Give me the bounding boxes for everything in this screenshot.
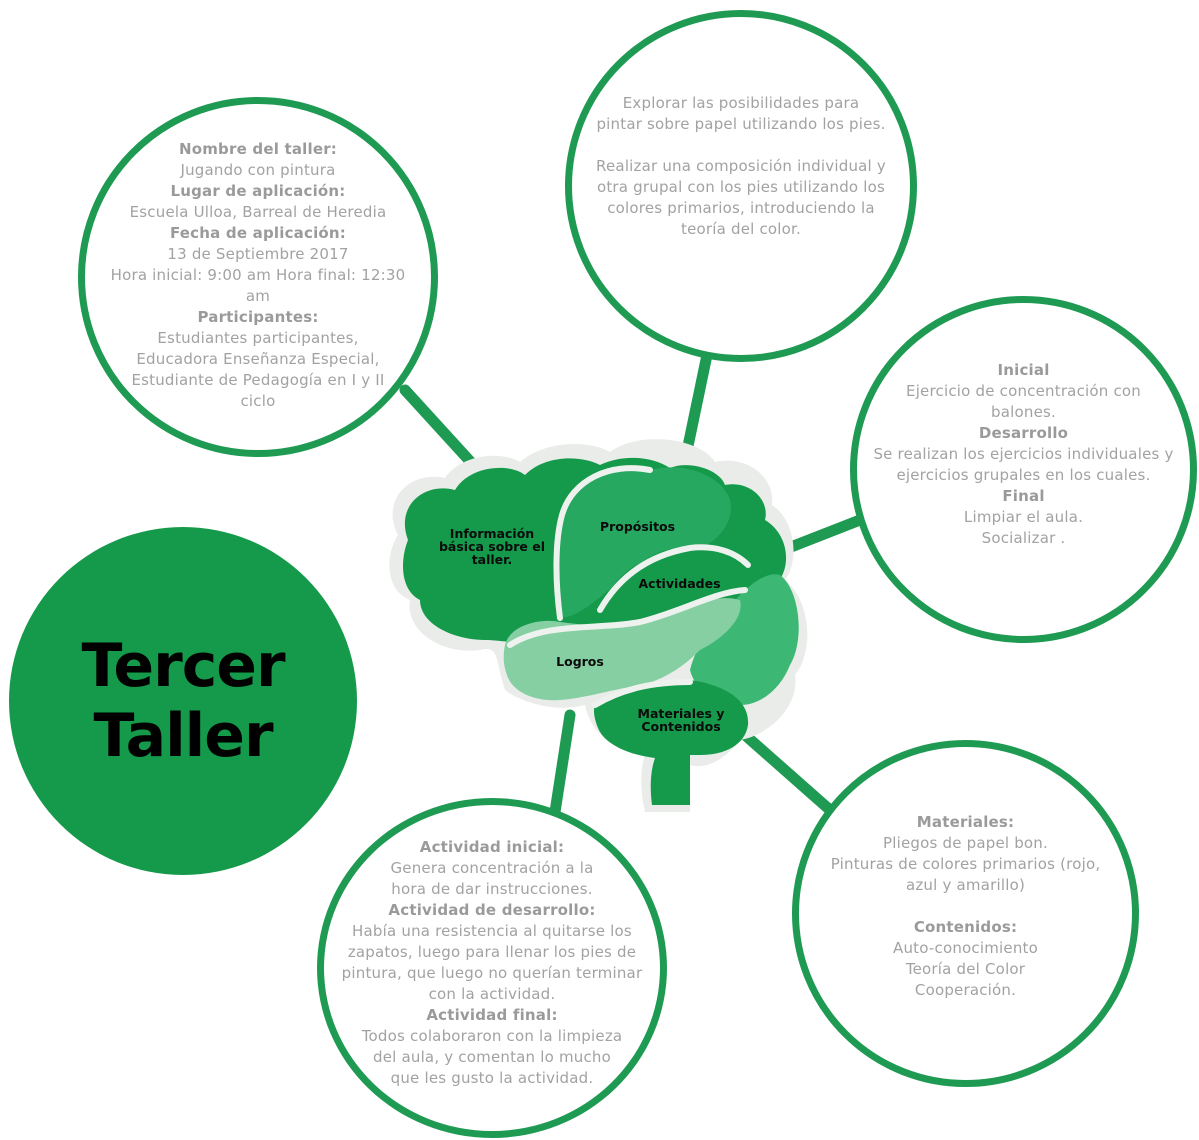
title-line1: Tercer: [81, 631, 285, 701]
brain-label-materiales-line1: Materiales y: [637, 706, 725, 721]
info-value-participantes-1: Estudiantes participantes,: [157, 328, 359, 347]
logros-final-1: Todos colaboraron con la limpieza: [361, 1027, 623, 1045]
logros-heading-inicial: Actividad inicial:: [419, 838, 565, 856]
logros-desarrollo-3: pintura, que luego no querían terminar: [341, 964, 643, 982]
info-value-participantes-2: Educadora Enseñanza Especial,: [136, 349, 380, 368]
actividades-desarrollo-1: Se realizan los ejercicios individuales …: [873, 445, 1174, 463]
logros-bubble: Actividad inicial: Genera concentración …: [317, 798, 667, 1138]
logros-final-2: del aula, y comentan lo mucho: [372, 1048, 611, 1066]
info-value-fecha: 13 de Septiembre 2017: [167, 244, 349, 263]
brain-label-info-line1: Información: [449, 526, 535, 541]
brain-label-info-line3: taller.: [471, 552, 513, 567]
brain-label-materiales: Materiales y Contenidos: [625, 707, 737, 733]
brain-label-info: Información básica sobre el taller.: [432, 527, 552, 566]
contenidos-line-1: Auto-conocimiento: [892, 938, 1038, 957]
logros-desarrollo-1: Había una resistencia al quitarse los: [352, 922, 632, 940]
materiales-bubble: Materiales: Pliegos de papel bon. Pintur…: [792, 740, 1139, 1087]
actividades-inicial-2: balones.: [991, 403, 1056, 421]
actividades-heading-desarrollo: Desarrollo: [978, 424, 1069, 442]
materiales-bubble-text: Materiales: Pliegos de papel bon. Pintur…: [831, 812, 1101, 1001]
materiales-heading: Materiales:: [916, 812, 1015, 831]
brain-label-materiales-line2: Contenidos: [641, 719, 721, 734]
logros-heading-desarrollo: Actividad de desarrollo:: [388, 901, 596, 919]
actividades-inicial-1: Ejercicio de concentración con: [906, 382, 1141, 400]
title-circle: Tercer Taller: [9, 527, 357, 875]
actividades-bubble-text: Inicial Ejercicio de concentración con b…: [873, 360, 1173, 549]
logros-inicial-1: Genera concentración a la: [390, 859, 594, 877]
logros-bubble-text: Actividad inicial: Genera concentración …: [342, 837, 643, 1089]
info-heading-participantes: Participantes:: [197, 307, 319, 326]
brain-right-lobe: [690, 574, 799, 705]
logros-desarrollo-4: con la actividad.: [428, 985, 556, 1003]
materiales-line-1: Pliegos de papel bon.: [883, 833, 1048, 852]
propositos-line-1: Explorar las posibilidades para: [622, 93, 860, 112]
propositos-line-6: teoría del color.: [681, 219, 801, 238]
contenidos-heading: Contenidos:: [913, 917, 1018, 936]
materiales-line-3: azul y amarillo): [905, 875, 1026, 894]
info-bubble: Nombre del taller: Jugando con pintura L…: [78, 97, 438, 457]
info-heading-fecha: Fecha de aplicación:: [169, 223, 346, 242]
brain-label-actividades: Actividades: [638, 576, 721, 591]
propositos-line-5: colores primarios, introduciendo la: [607, 198, 875, 217]
propositos-line-4: otra grupal con los pies utilizando los: [596, 177, 886, 196]
info-value-nombre: Jugando con pintura: [180, 160, 336, 179]
logros-heading-final: Actividad final:: [426, 1006, 558, 1024]
info-heading-nombre: Nombre del taller:: [178, 139, 338, 158]
logros-desarrollo-2: zapatos, luego para llenar los pies de: [347, 943, 637, 961]
propositos-line-3: Realizar una composición individual y: [596, 156, 886, 175]
actividades-heading-final: Final: [1002, 487, 1045, 505]
brain-label-info-line2: básica sobre el: [438, 539, 546, 554]
connector-materiales: [739, 729, 836, 816]
propositos-bubble-text: Explorar las posibilidades para pintar s…: [596, 93, 886, 240]
actividades-final-2: Socializar .: [981, 529, 1066, 547]
contenidos-line-2: Teoría del Color: [905, 959, 1026, 978]
title-line2: Taller: [93, 701, 273, 771]
connector-info: [399, 384, 484, 476]
brain-shape: [389, 439, 808, 812]
brain-materiales-lobe: [594, 680, 749, 805]
brain-propositos-lobe: [556, 467, 731, 617]
info-bubble-text: Nombre del taller: Jugando con pintura L…: [111, 139, 406, 412]
logros-final-3: que les gusto la actividad.: [390, 1069, 594, 1087]
brain-label-logros: Logros: [556, 654, 604, 669]
actividades-bubble: Inicial Ejercicio de concentración con b…: [850, 296, 1197, 643]
actividades-final-1: Limpiar el aula.: [963, 508, 1084, 526]
logros-inicial-2: hora de dar instrucciones.: [391, 880, 593, 898]
info-value-hora: Hora inicial: 9:00 am Hora final: 12:30: [110, 265, 406, 284]
info-value-participantes-4: ciclo: [240, 391, 276, 410]
info-value-lugar: Escuela Ulloa, Barreal de Heredia: [129, 202, 387, 221]
info-value-hora-2: am: [245, 286, 271, 305]
brain-label-propositos: Propósitos: [599, 519, 676, 534]
contenidos-line-3: Cooperación.: [914, 980, 1017, 999]
materiales-line-2: Pinturas de colores primarios (rojo,: [830, 854, 1101, 873]
brain-logros-lobe: [503, 598, 741, 701]
info-value-participantes-3: Estudiante de Pedagogía en I y II: [131, 370, 385, 389]
actividades-desarrollo-2: ejercicios grupales en los cuales.: [896, 466, 1151, 484]
actividades-heading-inicial: Inicial: [997, 361, 1050, 379]
info-heading-lugar: Lugar de aplicación:: [170, 181, 346, 200]
propositos-line-2: pintar sobre papel utilizando los pies.: [596, 114, 886, 133]
propositos-bubble: Explorar las posibilidades para pintar s…: [565, 10, 917, 362]
